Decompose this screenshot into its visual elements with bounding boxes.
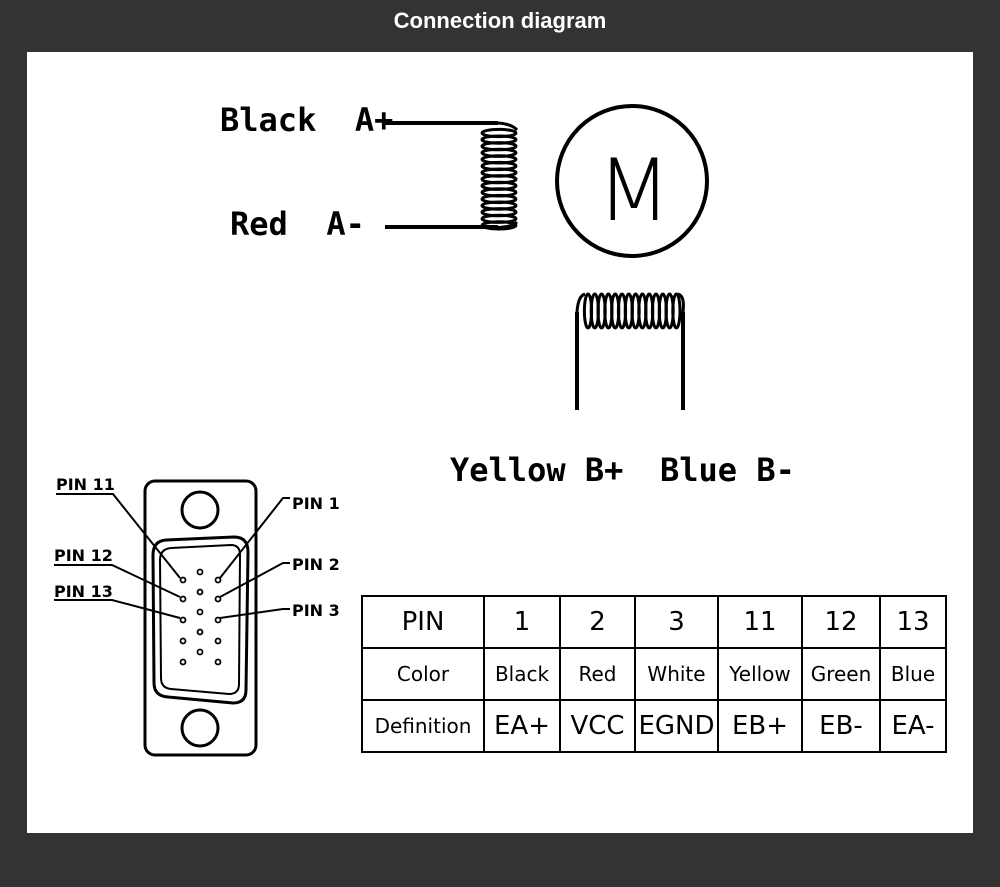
table-cell: EA+ [483, 699, 561, 753]
pin-dot [214, 595, 222, 603]
table-cell: 12 [801, 595, 881, 649]
page-title: Connection diagram [393, 8, 607, 33]
table-row-color: Color Black Red White Yellow Green Blue [361, 647, 947, 701]
table-cell: Definition [361, 699, 485, 753]
table-cell: Blue [879, 647, 947, 701]
table-cell: VCC [559, 699, 636, 753]
db15-connector-icon [143, 479, 258, 757]
coil-turn [671, 292, 682, 330]
table-row-pin: PIN 1 2 3 11 12 13 [361, 595, 947, 649]
motor-symbol: M [597, 141, 671, 241]
label-black-a-plus: Black A+ [220, 101, 393, 139]
pin-leader-lines [54, 493, 290, 619]
table-cell: Color [361, 647, 485, 701]
pin-dot [179, 576, 187, 584]
label-blue-b-minus: Blue B- [660, 451, 795, 489]
table-cell: Black [483, 647, 561, 701]
coil-a-icon [480, 121, 519, 231]
pin-dot [179, 637, 187, 645]
label-yellow-b-plus: Yellow B+ [450, 451, 623, 489]
label-pin-11: PIN 11 [56, 475, 115, 494]
pin-dot [179, 616, 187, 624]
table-cell: EGND [634, 699, 719, 753]
motor-circle-icon [555, 104, 709, 258]
pin-dot [214, 576, 222, 584]
table-cell: Green [801, 647, 881, 701]
table-cell: White [634, 647, 719, 701]
table-cell: 1 [483, 595, 561, 649]
table-cell: EA- [879, 699, 947, 753]
label-pin-13: PIN 13 [54, 582, 113, 601]
label-pin-3: PIN 3 [292, 601, 340, 620]
table-cell: Red [559, 647, 636, 701]
pin-dot [214, 616, 222, 624]
connector-pins [179, 568, 222, 666]
pin-definition-table: PIN 1 2 3 11 12 13 Color Black Red White… [361, 595, 947, 753]
pin-dot [196, 648, 204, 656]
table-cell: PIN [361, 595, 485, 649]
table-cell: EB- [801, 699, 881, 753]
pin-dot [214, 658, 222, 666]
table-cell: EB+ [717, 699, 803, 753]
table-cell: Yellow [717, 647, 803, 701]
label-pin-1: PIN 1 [292, 494, 340, 513]
coil-b-icon [575, 292, 685, 330]
label-pin-12: PIN 12 [54, 546, 113, 565]
pin-dot [179, 595, 187, 603]
coil-turn [480, 220, 518, 231]
pin-dot [196, 588, 204, 596]
table-cell: 11 [717, 595, 803, 649]
table-row-definition: Definition EA+ VCC EGND EB+ EB- EA- [361, 699, 947, 753]
pin-dot [214, 637, 222, 645]
pin-dot [196, 628, 204, 636]
pin-dot [196, 608, 204, 616]
label-pin-2: PIN 2 [292, 555, 340, 574]
table-cell: 13 [879, 595, 947, 649]
pin-dot [196, 568, 204, 576]
table-cell: 3 [634, 595, 719, 649]
pin-dot [179, 658, 187, 666]
table-cell: 2 [559, 595, 636, 649]
label-red-a-minus: Red A- [230, 205, 365, 243]
